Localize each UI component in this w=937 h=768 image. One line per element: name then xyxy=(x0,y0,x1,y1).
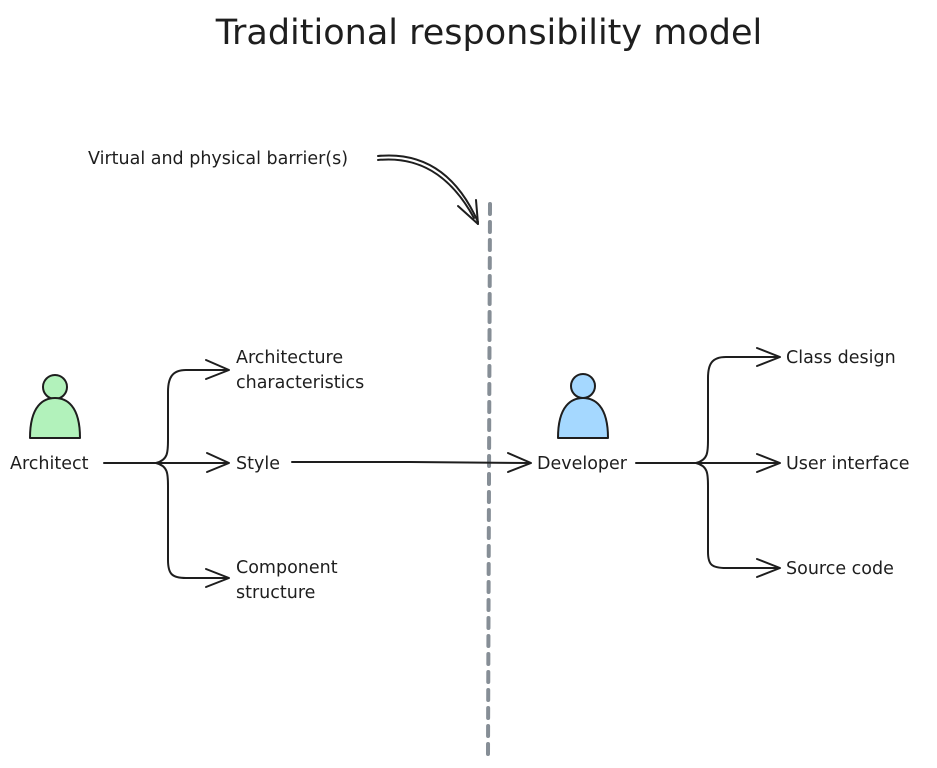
developer-label: Developer xyxy=(537,454,628,474)
architect-output-style: Style xyxy=(236,454,280,474)
barrier-annotation: Virtual and physical barrier(s) xyxy=(88,149,348,169)
developer-branches xyxy=(635,347,781,578)
output-line: structure xyxy=(236,583,315,603)
developer-output-source-code: Source code xyxy=(786,559,894,579)
architect-output-component-structure: Component structure xyxy=(236,558,338,603)
barrier-line xyxy=(486,202,492,756)
diagram-title: Traditional responsibility model xyxy=(215,13,762,53)
developer-output-class-design: Class design xyxy=(786,348,896,368)
annotation-arrow xyxy=(377,154,479,225)
developer-person-icon xyxy=(557,373,609,439)
style-to-developer-arrow xyxy=(291,452,532,473)
output-line: Style xyxy=(236,454,280,474)
developer-output-user-interface: User interface xyxy=(786,454,910,474)
output-line: Architecture xyxy=(236,348,343,368)
output-line: characteristics xyxy=(236,373,364,393)
output-line: Component xyxy=(236,558,338,578)
architect-branches xyxy=(103,359,230,588)
architect-output-architecture-characteristics: Architecture characteristics xyxy=(236,348,364,393)
architect-label: Architect xyxy=(10,454,89,474)
architect-person-icon xyxy=(29,374,81,439)
